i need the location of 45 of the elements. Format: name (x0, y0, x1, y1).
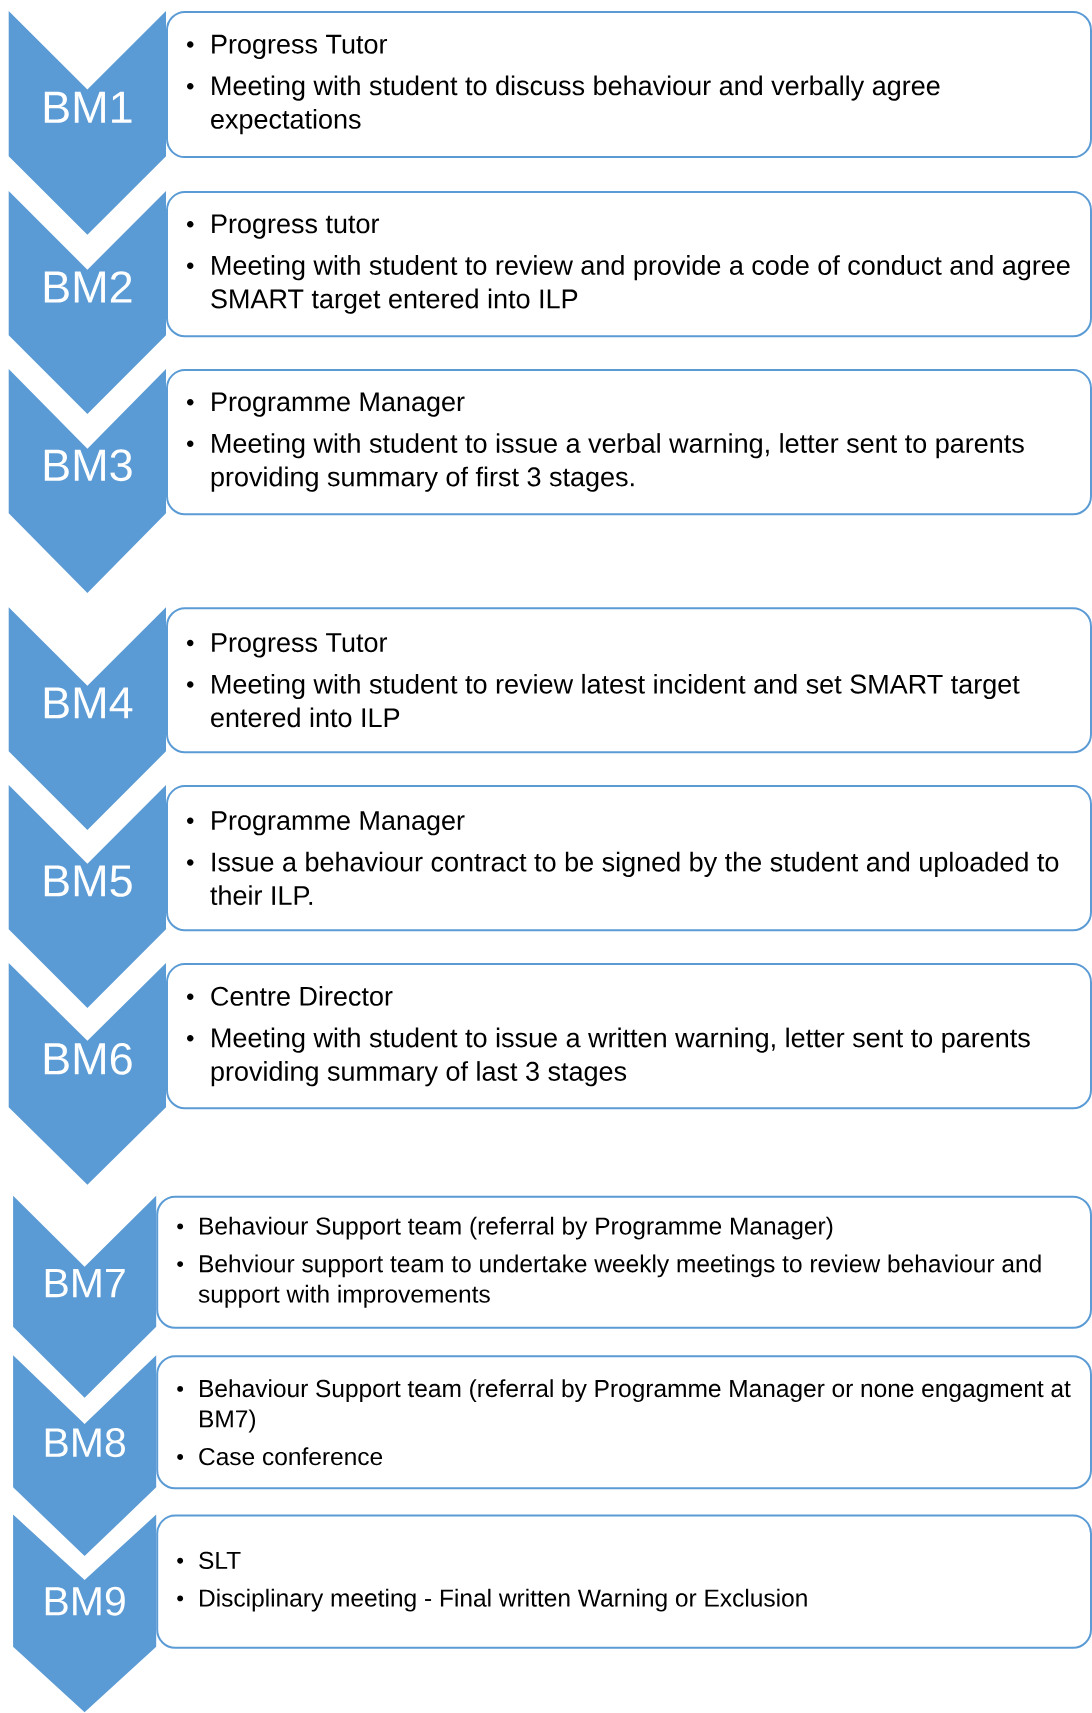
stage-badge: BM7 (13, 1195, 157, 1398)
text-box (166, 607, 1092, 754)
bullet-item: Progress Tutor (212, 633, 388, 658)
stage-badge: BM2 (8, 191, 166, 414)
text-box (156, 1195, 1092, 1329)
stage-badge: BM1 (8, 10, 166, 235)
bullet-item: Progress Tutor (212, 34, 388, 60)
stage-badge: BM6 (8, 963, 166, 1185)
text-box (156, 1514, 1092, 1649)
node-label: BM5 (44, 865, 132, 897)
bullet-item: Case conference (199, 1447, 383, 1466)
text-box (166, 191, 1092, 338)
bullet-item: Meeting with student to discuss behaviour and verbally agree expectations (211, 75, 940, 135)
node-label: BM4 (44, 687, 133, 719)
text-box (166, 369, 1092, 516)
text-box (156, 1355, 1092, 1490)
stage-badge: BM5 (8, 785, 166, 1008)
node-label: BM6 (44, 1042, 132, 1075)
stage-badge: BM8 (13, 1355, 157, 1557)
node-label: BM2 (44, 271, 132, 303)
text-box (166, 785, 1092, 932)
bullet-item: Meeting with student to review and provide a code of conduct and agree SMART target entered into ILP (211, 255, 1070, 314)
bullet-item: Behviour support team to undertake weekly meetings to review behaviour and support with improvements (198, 1254, 1041, 1308)
bullet-item: SLT (199, 1551, 241, 1570)
node-label: BM7 (45, 1268, 125, 1298)
bullet-item: Meeting with student to issue a verbal warning, letter sent to parents providing summary of first 3 stages. (211, 433, 1024, 492)
text-box (166, 10, 1092, 159)
bullet-item: Meeting with student to review latest incident and set SMART target entered into ILP (211, 673, 1020, 728)
bullet-item: Behaviour Support team (referral by Programme Manager or none engagment at BM7) (200, 1379, 1071, 1433)
bullet-item: Disciplinary meeting - Final written Warning or Exclusion (200, 1588, 807, 1612)
stage-badge: BM4 (8, 607, 166, 830)
node-label: BM9 (45, 1586, 125, 1616)
bullet-item: Meeting with student to issue a written warning, letter sent to parents providing summary of last 3 stages (211, 1027, 1030, 1087)
node-label: BM1 (44, 91, 132, 123)
stage-badge: BM9 (13, 1514, 157, 1713)
node-label: BM8 (45, 1428, 125, 1458)
bullet-item: Centre Director (211, 986, 393, 1006)
bullet-item: Progress tutor (212, 214, 380, 239)
bullet-item: Issue a behaviour contract to be signed by the student and uploaded to their ILP. (210, 851, 1059, 906)
stage-badge: BM3 (8, 369, 166, 593)
bullet-item: Programme Manager (212, 811, 465, 836)
bullet-item: Programme Manager (212, 392, 465, 417)
text-box (166, 963, 1092, 1110)
node-label: BM3 (44, 449, 132, 482)
bullet-item: Behaviour Support team (referral by Programme Manager) (200, 1216, 833, 1240)
